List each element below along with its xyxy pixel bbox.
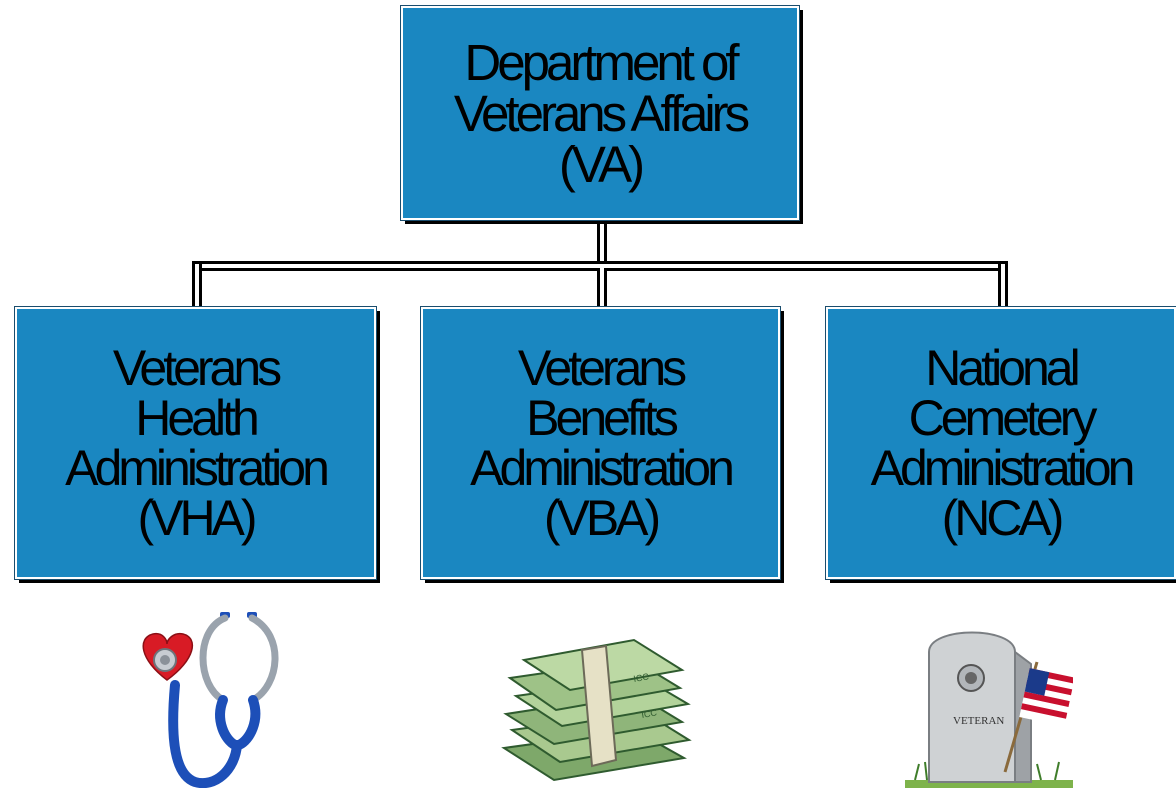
vba-line-1: Veterans — [517, 340, 687, 396]
vha-line-1: Veterans — [112, 340, 282, 396]
nca-box: National Cemetery Administration (NCA) — [825, 306, 1176, 580]
vba-line-4: (VBA) — [543, 490, 661, 546]
headstone-flag-icon: VETERAN — [905, 631, 1073, 788]
money-stack-icon: ICC ICC — [501, 638, 692, 782]
root-line-1: Department of — [464, 33, 739, 91]
svg-text:ICC: ICC — [641, 707, 658, 720]
vha-line-4: (VHA) — [137, 490, 257, 546]
stethoscope-heart-icon — [142, 612, 279, 788]
root-line-2: Veterans Affairs — [453, 84, 750, 142]
va-root-box: Department of Veterans Affairs (VA) — [400, 5, 800, 221]
vba-line-3: Administration — [470, 440, 735, 496]
vba-box: Veterans Benefits Administration (VBA) — [420, 306, 781, 580]
nca-line-4: (NCA) — [941, 490, 1065, 546]
root-line-3: (VA) — [558, 135, 645, 193]
svg-text:ICC: ICC — [633, 671, 650, 684]
headstone-text: VETERAN — [953, 715, 1004, 727]
vha-line-3: Administration — [65, 440, 330, 496]
nca-line-3: Administration — [870, 440, 1136, 496]
vba-line-2: Benefits — [526, 390, 679, 446]
nca-line-2: Cemetery — [908, 390, 1098, 446]
vha-line-2: Health — [135, 390, 260, 446]
nca-line-1: National — [925, 340, 1080, 396]
vha-box: Veterans Health Administration (VHA) — [14, 306, 377, 580]
